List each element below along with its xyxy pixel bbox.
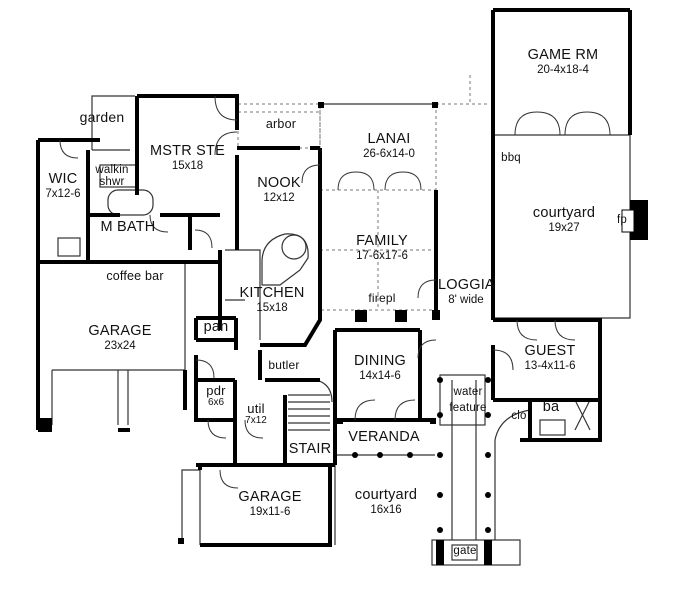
room-courtyard-s: courtyard 16x16 — [340, 487, 432, 516]
room-fp: fp — [614, 214, 630, 226]
room-name: courtyard — [532, 205, 596, 221]
room-name: VERANDA — [348, 429, 420, 445]
room-name: GUEST — [524, 343, 576, 359]
room-name: MSTR STE — [150, 143, 225, 159]
room-loggia: LOGGIA 8' wide — [438, 277, 495, 306]
room-name: DINING — [354, 353, 406, 369]
room-arbor: arbor — [256, 117, 306, 132]
room-nook: NOOK 12x12 — [246, 175, 312, 204]
room-dims: 6x6 — [207, 397, 225, 409]
room-name: butler — [268, 358, 300, 372]
room-name: fp — [617, 214, 627, 226]
room-name: walkin shwr — [95, 164, 129, 189]
room-dims: 19x11-6 — [249, 505, 291, 518]
room-garden: garden — [70, 109, 134, 125]
room-dims: 19x27 — [548, 221, 580, 234]
room-dims: 13-4x11-6 — [524, 359, 576, 372]
doors — [59, 95, 611, 489]
room-veranda: VERANDA — [342, 429, 426, 446]
room-dims: 15x18 — [256, 301, 288, 314]
exterior-walls — [36, 8, 648, 547]
room-name: GAME RM — [527, 47, 599, 63]
room-coffee-bar: coffee bar — [95, 269, 175, 284]
room-name: pan — [203, 319, 229, 335]
room-garage-main: GARAGE 23x24 — [72, 323, 168, 352]
room-name: M BATH — [100, 219, 156, 235]
room-dims: 7x12-6 — [45, 187, 81, 200]
room-name: courtyard — [354, 487, 418, 503]
room-name: clo — [511, 410, 527, 422]
room-family: FAMILY 17-6x17-6 — [334, 233, 430, 262]
room-dims: 17-6x17-6 — [356, 249, 408, 262]
room-name: util — [247, 401, 265, 416]
room-firepl: firepl — [360, 292, 404, 305]
room-name: bbq — [501, 152, 521, 164]
room-dims: 23x24 — [104, 339, 136, 352]
columns — [40, 102, 492, 565]
room-dims: 26-6x14-0 — [363, 147, 415, 160]
room-dims: 12x12 — [263, 191, 295, 204]
room-lanai: LANAI 26-6x14-0 — [344, 131, 434, 160]
room-name: water feature — [449, 386, 487, 415]
room-dims: 16x16 — [370, 503, 402, 516]
room-walkin-shwr: walkin shwr — [90, 164, 134, 189]
room-dims: 8' wide — [448, 293, 484, 306]
room-name: coffee bar — [106, 269, 164, 283]
room-name: KITCHEN — [239, 285, 305, 301]
room-name: LOGGIA — [438, 277, 495, 293]
room-name: ba — [542, 399, 560, 415]
room-dims: 14x14-6 — [359, 369, 401, 382]
room-name: FAMILY — [356, 233, 408, 249]
room-name: GARAGE — [88, 323, 152, 339]
room-dims: 15x18 — [171, 159, 204, 172]
room-wic: WIC 7x12-6 — [40, 171, 86, 200]
room-courtyard-e: courtyard 19x27 — [516, 205, 612, 234]
room-bbq: bbq — [496, 152, 526, 164]
room-dims: 20-4x18-4 — [537, 63, 589, 76]
room-pdr: pdr 6x6 — [198, 383, 234, 409]
room-guest: GUEST 13-4x11-6 — [508, 343, 592, 372]
room-mstr-ste: MSTR STE 15x18 — [140, 143, 235, 172]
room-kitchen: KITCHEN 15x18 — [236, 285, 308, 314]
room-m-bath: M BATH — [88, 219, 168, 236]
room-name: WIC — [48, 171, 78, 187]
room-name: garden — [79, 109, 125, 125]
room-name: arbor — [265, 117, 297, 131]
room-water-feature: water feature — [444, 384, 492, 416]
room-stair: STAIR — [286, 441, 334, 458]
room-garage-small: GARAGE 19x11-6 — [224, 489, 316, 518]
room-dining: DINING 14x14-6 — [340, 353, 420, 382]
room-name: firepl — [368, 291, 396, 305]
room-dims: 7x12 — [245, 415, 267, 427]
room-name: STAIR — [288, 441, 332, 457]
room-util: util 7x12 — [236, 401, 276, 427]
room-clo: clo — [508, 410, 530, 422]
room-ba: ba — [536, 399, 566, 416]
room-name: LANAI — [367, 131, 411, 147]
room-name: GARAGE — [238, 489, 302, 505]
room-game-rm: GAME RM 20-4x18-4 — [518, 47, 608, 76]
room-name: gate — [453, 545, 477, 557]
room-name: pdr — [206, 383, 226, 398]
room-name: NOOK — [257, 175, 301, 191]
room-pan: pan — [198, 319, 234, 336]
room-gate: gate — [452, 545, 478, 557]
room-butler: butler — [262, 359, 306, 372]
